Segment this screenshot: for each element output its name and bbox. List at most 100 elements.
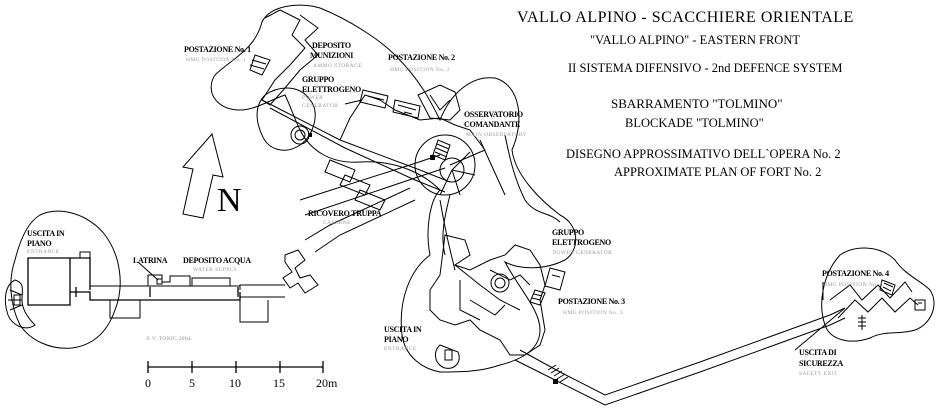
terrain-outline-top (210, 4, 577, 373)
pos4-exit-block (914, 299, 926, 311)
label-gruppo-elettrogeno-1b: ELETTROGENO (302, 85, 361, 94)
gallery-main-diagonal (261, 99, 451, 193)
label-latrina: LATRINA (133, 256, 168, 265)
entrance2-bastion (434, 344, 460, 369)
terrain-line-observatory (504, 134, 561, 223)
label-gruppo-elettrogeno-2b: ELETTROGENO (552, 238, 611, 247)
gallery-pos1-hatch (249, 54, 271, 76)
label-uscita-piano-1a: USCITA IN (27, 229, 65, 238)
label-gruppo-elettrogeno-1-en1: POWER (302, 95, 324, 101)
label-osservatorio-1: OSSERVATORIO (464, 110, 523, 119)
observatory (414, 134, 476, 256)
gallery-barracks-rooms (324, 159, 386, 211)
west-rooms-upper (79, 251, 231, 286)
lower-fort-complex (429, 234, 566, 369)
west-corridor (27, 187, 416, 323)
pos4-embrasure (879, 279, 896, 296)
turret-pos1 (290, 125, 312, 145)
east-tunnel (514, 307, 846, 406)
scale-label-10: 10 (229, 376, 241, 390)
title-blockade-en: BLOCKADE "TOLMINO" (625, 116, 764, 130)
tunnel-stairs (547, 364, 569, 383)
label-postazione-3-en: HMG POSITION No. 3 (563, 310, 624, 316)
observatory-circle (414, 134, 476, 196)
terrain-outline-right (821, 247, 935, 342)
barracks-diag-corridor (304, 187, 416, 253)
label-uscita-sicurezza-2: SICUREZZA (799, 359, 843, 368)
scale-label-20: 20m (316, 376, 338, 390)
label-postazione-4: POSTAZIONE No. 4 (822, 269, 889, 278)
label-postazione-2: POSTAZIONE No. 2 (388, 53, 455, 62)
gallery-power-gen1 (359, 89, 389, 109)
observatory-stalk (442, 194, 451, 256)
turret-pos3-outer (490, 273, 510, 293)
label-postazione-3: POSTAZIONE No. 3 (558, 297, 625, 306)
latrina-box (156, 278, 163, 285)
label-deposito-acqua-en: WATER SUPPLY (193, 267, 238, 273)
label-gruppo-elettrogeno-2-en: POWER GENERATOR (553, 250, 613, 256)
safety-exit-leader (794, 307, 846, 351)
pos4-safety-shaft (858, 315, 866, 330)
pos3-embrasure (529, 289, 546, 306)
title-drawing-en: APPROXIMATE PLAN OF FORT No. 2 (614, 165, 822, 179)
label-postazione-1-en: HMG POSITION No. 1 (186, 57, 247, 63)
label-osservatorio-2: COMANDANTE (464, 120, 521, 129)
corridor-doors (75, 287, 239, 297)
pos4-zigzag-outer (829, 281, 913, 301)
tunnel-marker (553, 379, 558, 384)
west-entrance (4, 279, 36, 329)
terrain-line-central (439, 199, 456, 271)
tunnel-upper-wall (519, 307, 846, 396)
label-deposito-munizioni-1: DEPOSITO (312, 41, 351, 50)
label-gruppo-elettrogeno-1a: GRUPPO (302, 75, 334, 84)
label-uscita-piano-2b: PIANO (384, 335, 409, 344)
leader-observatory (479, 139, 506, 196)
scale-label-5: 5 (189, 376, 195, 390)
label-ricovero-truppa: RICOVERO TRUPPA (308, 209, 382, 218)
title-main: VALLO ALPINO - SCACCHIERE ORIENTALE (517, 9, 854, 26)
label-postazione-4-en: HMG POSITION No. 4 (823, 282, 884, 288)
turret-pos1-marker (308, 133, 312, 137)
barracks-cross-rooms (282, 249, 319, 294)
label-gruppo-elettrogeno-2a: GRUPPO (552, 228, 584, 237)
tunnel-lower-wall (514, 317, 846, 406)
upper-fort-galleries (249, 9, 486, 216)
terrain-outline-pos1 (256, 87, 316, 151)
label-uscita-sicurezza-en: SAFETY EXIT (799, 371, 838, 377)
west-rooms-lower (109, 300, 269, 323)
gallery-barracks-corridor (299, 154, 446, 216)
turret-pos1-inner (294, 129, 306, 141)
label-uscita-piano-1-en: ENTRANCE (27, 249, 60, 255)
label-ricovero-truppa-en: CASERNE (323, 220, 351, 226)
power-gen2-block (544, 267, 566, 291)
main-west-corridor (239, 284, 285, 298)
north-label: N (217, 182, 242, 219)
gallery-pos2-block (392, 99, 421, 119)
lower-galleries-outer (429, 234, 546, 356)
label-uscita-piano-1b: PIANO (27, 239, 52, 248)
title-drawing: DISEGNO APPROSSIMATIVO DELL`OPERA No. 2 (566, 147, 841, 161)
latrina-leader (137, 261, 159, 281)
observatory-marker (430, 155, 435, 160)
scale-label-0: 0 (145, 376, 151, 390)
terrain-outlines (10, 4, 935, 373)
pos4-zigzag-inner (837, 297, 919, 319)
scale-label-15: 15 (273, 376, 285, 390)
label-gruppo-elettrogeno-1-en2: GENERATOR (302, 103, 339, 109)
observatory-spokes (439, 151, 476, 196)
north-arrow-icon (182, 132, 224, 219)
title-main-en: "VALLO ALPINO" - EASTERN FRONT (590, 33, 800, 47)
turret-pos3-inner (494, 277, 506, 289)
title-system: II SISTEMA DIFENSIVO - 2nd DEFENCE SYSTE… (568, 61, 843, 75)
turret-pos1-outer (290, 125, 310, 145)
entrance-hatch (13, 294, 21, 306)
observatory-stair (432, 139, 451, 161)
label-uscita-sicurezza-1: USCITA DI (799, 348, 837, 357)
leader-lines (344, 99, 824, 300)
label-deposito-acqua: DEPOSITO ACQUA (183, 256, 251, 265)
label-deposito-munizioni-en: AMMO STORAGE (313, 63, 363, 69)
title-blockade: SBARRAMENTO "TOLMINO" (611, 96, 783, 111)
gallery-pos2-branch (339, 94, 486, 166)
entrance-bastion (4, 279, 36, 329)
